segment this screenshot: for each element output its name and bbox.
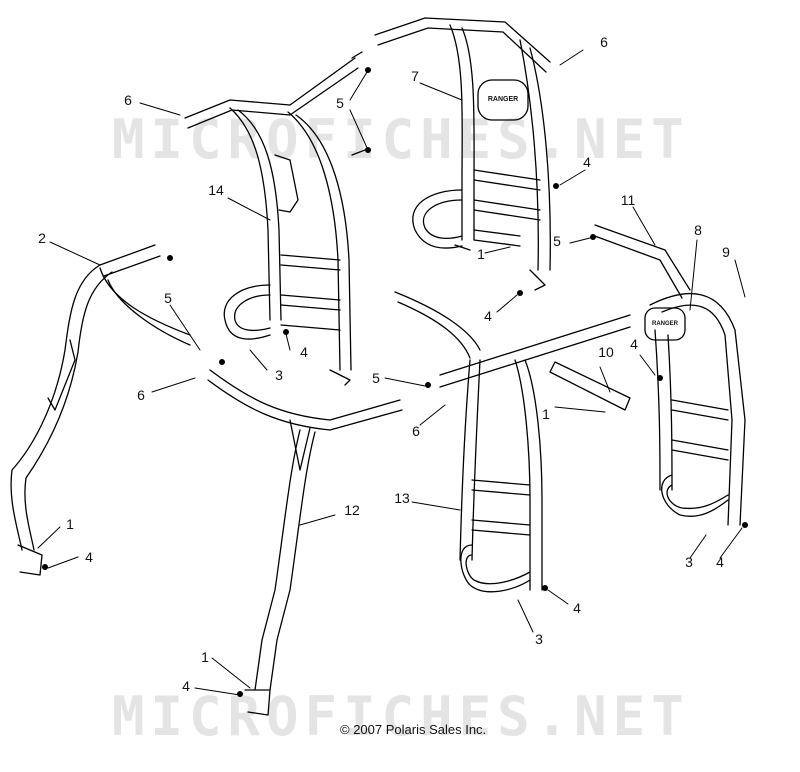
leader-lines — [37, 49, 746, 696]
part-12-lower-hoop — [207, 369, 403, 716]
part-10-bracket — [549, 361, 631, 411]
callout-9: 9 — [722, 244, 730, 260]
callout-1: 1 — [542, 406, 550, 422]
callout-8: 8 — [694, 222, 702, 238]
callout-6: 6 — [137, 387, 145, 403]
callout-1: 1 — [201, 649, 209, 665]
callout-4: 4 — [716, 554, 724, 570]
copyright-notice: © 2007 Polaris Sales Inc. — [340, 722, 487, 737]
part-11-rear-hoop — [591, 224, 746, 526]
badge-label-rear: RANGER — [487, 96, 519, 103]
callout-14: 14 — [208, 182, 224, 198]
callout-4: 4 — [300, 344, 308, 360]
callout-4: 4 — [583, 154, 591, 170]
callout-11: 11 — [620, 192, 636, 208]
callout-4: 4 — [573, 600, 581, 616]
watermark-top: MICROFICHES.NET — [112, 108, 690, 171]
part-14-front-hoop — [184, 57, 359, 386]
callout-5: 5 — [164, 290, 172, 306]
callout-4: 4 — [484, 308, 492, 324]
callout-4: 4 — [630, 336, 638, 352]
part-7-rear-hoop — [374, 17, 551, 291]
callout-2: 2 — [38, 230, 46, 246]
callout-5: 5 — [336, 95, 344, 111]
callout-10: 10 — [598, 344, 614, 360]
badge-label-front: RANGER — [651, 321, 679, 327]
part-8-badge-front — [644, 307, 686, 341]
callout-13: 13 — [394, 490, 410, 506]
callout-12: 12 — [344, 502, 360, 518]
callout-3: 3 — [535, 631, 543, 647]
callout-5: 5 — [372, 370, 380, 386]
part-8-badge-rear — [477, 79, 529, 121]
callout-6: 6 — [600, 34, 608, 50]
callout-1: 1 — [477, 246, 485, 262]
fasteners — [42, 67, 748, 697]
callout-4: 4 — [182, 678, 190, 694]
callout-3: 3 — [685, 554, 693, 570]
part-2-left-hoop — [10, 244, 191, 576]
callout-6: 6 — [124, 92, 132, 108]
callout-1: 1 — [66, 516, 74, 532]
part-14-caps — [351, 51, 366, 156]
watermark-bottom: MICROFICHES.NET — [112, 685, 690, 748]
callout-5: 5 — [553, 233, 561, 249]
callout-6: 6 — [412, 423, 420, 439]
part-13-front-hoop — [394, 291, 631, 593]
callout-7: 7 — [411, 68, 419, 84]
callout-3: 3 — [275, 367, 283, 383]
callout-4: 4 — [85, 549, 93, 565]
